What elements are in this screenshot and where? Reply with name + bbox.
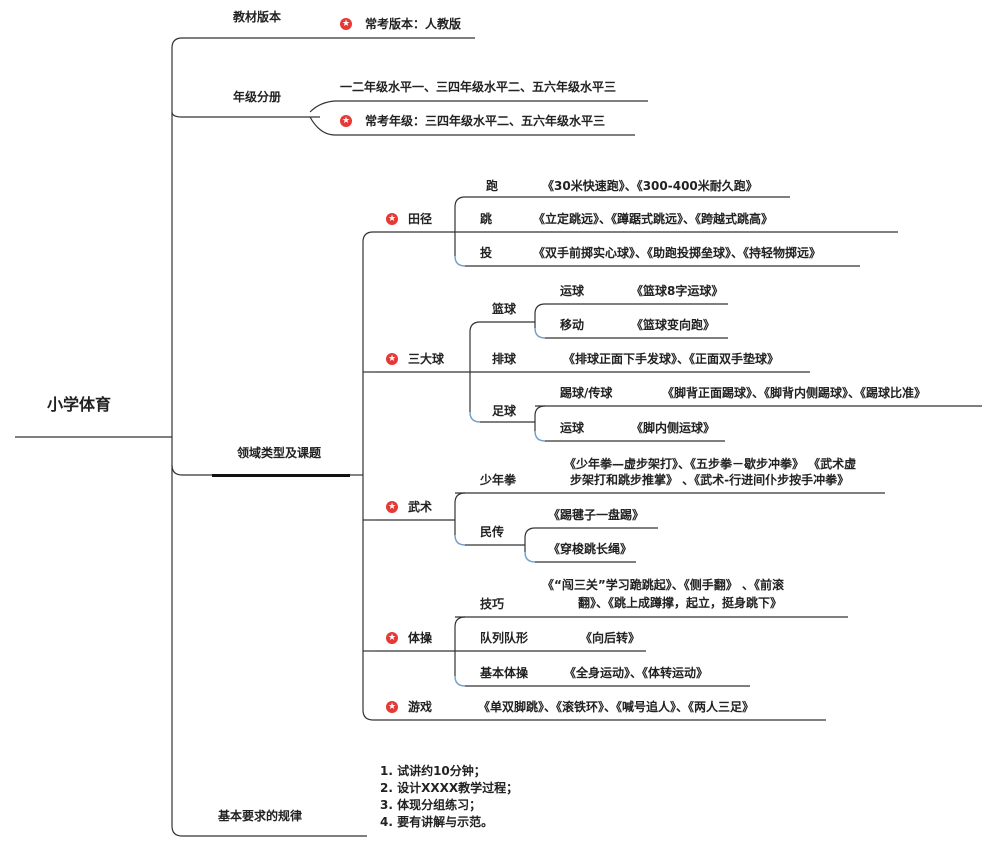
grade-item-1: 一二年级水平一、三四年级水平二、五六年级水平三: [340, 80, 617, 94]
gym-skill-line2: 翻》、《跳上成蹲撑，起立，挺身跳下》: [578, 596, 783, 610]
star-icon: ★: [386, 632, 398, 644]
wushu-folk-label: 民传: [480, 525, 505, 539]
root-topic: 小学体育: [47, 395, 112, 414]
bb-dribble-items: 《篮球8字运球》: [631, 284, 724, 298]
track-run-label: 跑: [486, 179, 499, 193]
rules-item-1: 1. 试讲约10分钟；: [380, 764, 486, 778]
gym-skill-label: 技巧: [480, 597, 505, 611]
track-throw-items: 《双手前掷实心球》、《助跑投掷垒球》、《持轻物掷远》: [533, 246, 822, 260]
gym-basic-items: 《全身运动》、《体转运动》: [564, 666, 709, 680]
fb-dribble-items: 《脚内侧运球》: [631, 421, 716, 435]
basketball-label: 篮球: [492, 302, 517, 316]
textbook-label: 教材版本: [233, 10, 282, 24]
wushu-youth-line1: 《少年拳—虚步架打》、《五步拳－歇步冲拳》 《武术虚: [564, 457, 857, 471]
star-icon: ★: [386, 701, 398, 713]
rules-label: 基本要求的规律: [218, 809, 303, 823]
wushu-label: 武术: [408, 500, 433, 514]
domain-label: 领域类型及课题: [237, 446, 322, 460]
grade-label: 年级分册: [233, 90, 282, 104]
fb-kick-items: 《脚背正面踢球》、《脚背内侧踢球》、《踢球比准》: [662, 386, 927, 400]
wushu-folk-item-2: 《穿梭跳长绳》: [548, 542, 633, 556]
rules-item-2: 2. 设计XXXX教学过程；: [380, 781, 519, 795]
track-throw-label: 投: [480, 246, 493, 260]
volleyball-label: 排球: [492, 352, 517, 366]
wushu-youth-label: 少年拳: [480, 473, 517, 487]
track-run-items: 《30米快速跑》、《300-400米耐久跑》: [542, 179, 758, 193]
gym-basic-label: 基本体操: [480, 666, 529, 680]
gym-formation-label: 队列队形: [480, 631, 529, 645]
wushu-youth-line2: 步架打和跳步推掌》 、《武术-行进间仆步按手冲拳》: [570, 473, 850, 487]
games-label: 游戏: [408, 700, 433, 714]
track-label: 田径: [408, 212, 433, 226]
track-jump-label: 跳: [480, 212, 493, 226]
domain-underline: [212, 474, 350, 477]
football-label: 足球: [492, 404, 517, 418]
balls-label: 三大球: [408, 352, 445, 366]
grade-item-2: 常考年级：三四年级水平二、五六年级水平三: [365, 114, 606, 128]
games-items: 《单双脚跳》、《滚铁环》、《喊号追人》、《两人三足》: [478, 700, 755, 714]
rules-item-3: 3. 体现分组练习；: [380, 798, 482, 812]
bb-move-items: 《篮球变向跑》: [631, 318, 716, 332]
star-icon: ★: [386, 213, 398, 225]
star-icon: ★: [340, 115, 352, 127]
bb-dribble-label: 运球: [560, 284, 585, 298]
textbook-item: 常考版本：人教版: [365, 17, 462, 31]
gym-formation-items: 《向后转》: [580, 631, 641, 645]
gym-label: 体操: [408, 631, 433, 645]
star-icon: ★: [340, 18, 352, 30]
rules-item-4: 4. 要有讲解与示范。: [380, 815, 494, 829]
wushu-folk-item-1: 《踢毽子一盘踢》: [548, 508, 645, 522]
volleyball-items: 《排球正面下手发球》、《正面双手垫球》: [563, 352, 780, 366]
track-jump-items: 《立定跳远》、《蹲踞式跳远》、《跨越式跳高》: [533, 212, 774, 226]
bb-move-label: 移动: [560, 318, 585, 332]
star-icon: ★: [386, 353, 398, 365]
fb-dribble-label: 运球: [560, 421, 585, 435]
star-icon: ★: [386, 501, 398, 513]
gym-skill-line1: 《“闯三关”学习跪跳起》、《侧手翻》 、《前滚: [542, 578, 784, 592]
fb-kick-label: 踢球/传球: [560, 386, 613, 400]
